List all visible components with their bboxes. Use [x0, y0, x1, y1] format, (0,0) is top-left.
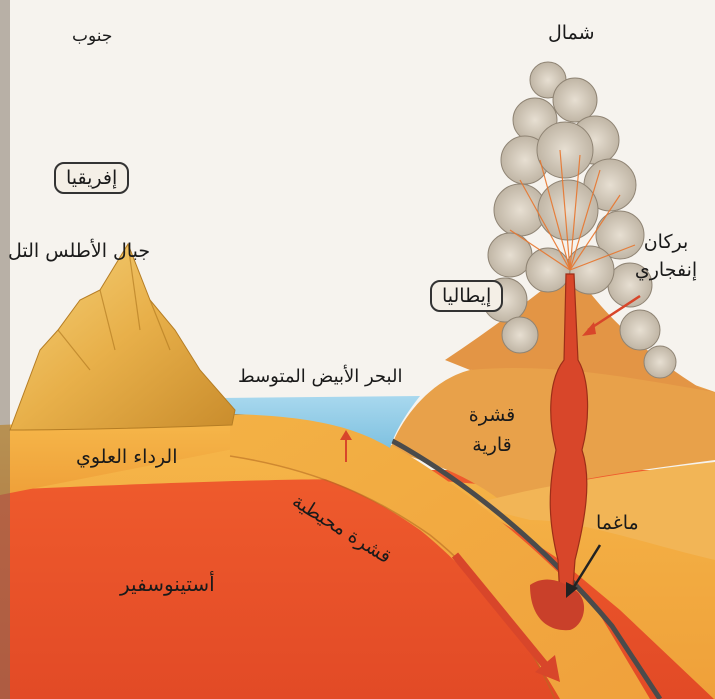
continental-crust-label: قشرة قارية	[462, 400, 522, 460]
atlas-mountains-label: جبال الأطلس التل	[8, 240, 150, 262]
italy-label: إيطاليا	[430, 280, 503, 312]
atlas-mountains	[10, 244, 235, 430]
asthenosphere-label: أستينوسفير	[120, 572, 215, 596]
magma-label: ماغما	[596, 512, 639, 534]
volcano-label: بركان إنفجاري	[632, 228, 700, 284]
mediterranean-label: البحر الأبيض المتوسط	[238, 366, 402, 387]
south-label: جنوب	[72, 26, 112, 46]
africa-label: إفريقيا	[54, 162, 129, 194]
page-edge-shadow	[0, 0, 10, 699]
upper-mantle-label: الرداء العلوي	[76, 446, 177, 468]
volcano-label-text: بركان إنفجاري	[632, 228, 700, 284]
continental-crust-text: قشرة قارية	[462, 400, 522, 460]
north-label: شمال	[548, 22, 595, 44]
